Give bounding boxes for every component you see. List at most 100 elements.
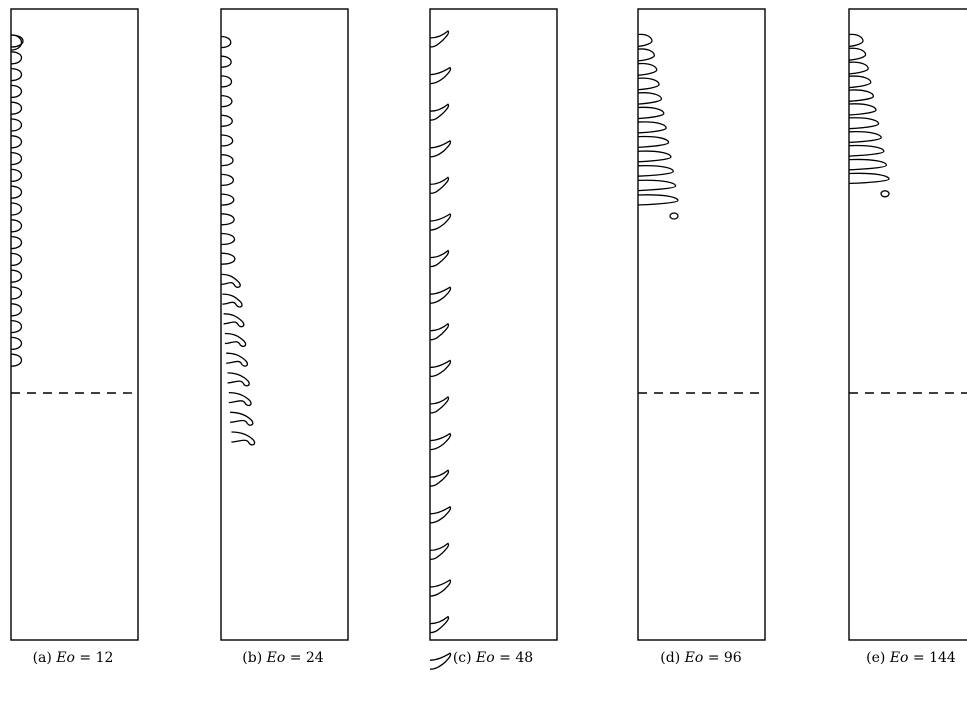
drop-interface-outline bbox=[10, 135, 23, 149]
caption-c: (c) Eo = 48 bbox=[452, 650, 534, 666]
drop-interface-outline bbox=[848, 144, 885, 157]
drop-interface-outline bbox=[10, 319, 23, 334]
panel-frame bbox=[220, 8, 349, 641]
drop-interface-outline bbox=[220, 273, 241, 288]
drop-interface-outline bbox=[220, 134, 234, 147]
drop-interface-outline bbox=[10, 219, 23, 233]
caption-a: (a) Eo = 12 bbox=[32, 650, 114, 666]
drop-interface-outline bbox=[10, 202, 23, 216]
caption-d: (d) Eo = 96 bbox=[660, 650, 742, 666]
drop-interface-outline bbox=[637, 121, 667, 134]
drop-interface-outline bbox=[637, 33, 653, 48]
drop-interface-outline bbox=[220, 114, 233, 127]
drop-interface-outline bbox=[848, 130, 882, 144]
drop-interface-outline bbox=[848, 158, 888, 171]
panel-a bbox=[10, 8, 139, 641]
drop-interface-outline bbox=[220, 193, 235, 206]
drop-interface-outline bbox=[429, 322, 450, 341]
panel-c bbox=[429, 8, 558, 670]
drop-interface-outline bbox=[637, 150, 672, 163]
initial-drop-outline bbox=[10, 34, 23, 51]
drop-interface-outline bbox=[429, 139, 452, 158]
drop-interface-outline bbox=[848, 75, 872, 89]
panel-frame bbox=[848, 8, 967, 641]
panel-d bbox=[637, 8, 766, 641]
drop-interface-outline bbox=[848, 172, 890, 185]
drop-interface-outline bbox=[429, 505, 452, 524]
drop-interface-outline bbox=[637, 165, 674, 177]
drop-interface-outline bbox=[220, 252, 236, 265]
drop-interface-outline bbox=[637, 106, 665, 120]
drop-interface-outline bbox=[429, 542, 450, 561]
drop-interface-outline bbox=[429, 359, 452, 378]
satellite-droplet bbox=[669, 212, 679, 220]
drop-interface-outline bbox=[848, 61, 869, 75]
caption-b: (b) Eo = 24 bbox=[242, 650, 324, 666]
drop-interface-outline bbox=[429, 249, 450, 268]
drop-interface-outline bbox=[10, 353, 23, 367]
drop-interface-outline bbox=[10, 168, 23, 183]
drop-interface-outline bbox=[220, 154, 234, 167]
drop-interface-outline bbox=[10, 336, 23, 351]
satellite-droplet bbox=[880, 190, 890, 198]
drop-interface-outline bbox=[637, 135, 670, 149]
drop-interface-outline bbox=[10, 151, 23, 166]
drop-interface-outline bbox=[429, 213, 452, 231]
drop-interface-outline bbox=[10, 84, 23, 99]
drop-interface-outline bbox=[848, 103, 877, 116]
panel-frame bbox=[429, 8, 558, 641]
drop-interface-outline bbox=[637, 77, 660, 91]
drop-interface-outline bbox=[10, 51, 23, 65]
caption-e: (e) Eo = 144 bbox=[866, 650, 956, 666]
drop-interface-outline bbox=[220, 232, 236, 246]
drop-interface-outline bbox=[220, 35, 232, 49]
drop-interface-outline bbox=[10, 118, 23, 132]
drop-interface-outline bbox=[848, 89, 875, 102]
drop-interface-outline bbox=[429, 176, 450, 195]
drop-interface-outline bbox=[848, 33, 864, 48]
panel-e bbox=[848, 8, 967, 641]
drop-interface-outline bbox=[429, 103, 450, 121]
drop-interface-outline bbox=[429, 652, 452, 670]
drop-interface-outline bbox=[10, 269, 23, 283]
panel-frame bbox=[637, 8, 766, 641]
panel-b bbox=[220, 8, 349, 641]
drop-interface-outline bbox=[637, 92, 663, 105]
drop-interface-outline bbox=[429, 579, 452, 597]
panel-frame bbox=[10, 8, 139, 641]
drop-interface-outline bbox=[848, 117, 880, 130]
drop-interface-outline bbox=[222, 293, 243, 308]
drop-interface-outline bbox=[637, 194, 679, 206]
drop-interface-outline bbox=[10, 101, 23, 115]
drop-interface-outline bbox=[10, 286, 23, 300]
drop-interface-outline bbox=[429, 396, 450, 414]
drop-interface-outline bbox=[429, 286, 452, 304]
drop-interface-outline bbox=[429, 469, 450, 487]
drop-interface-outline bbox=[220, 213, 235, 226]
drop-interface-outline bbox=[230, 411, 254, 426]
drop-interface-outline bbox=[223, 313, 245, 328]
drop-interface-outline bbox=[220, 75, 233, 88]
drop-interface-outline bbox=[429, 615, 450, 634]
drop-interface-outline bbox=[227, 372, 250, 387]
drop-interface-outline bbox=[231, 431, 256, 446]
drop-interface-outline bbox=[224, 332, 247, 348]
drop-interface-outline bbox=[429, 66, 452, 85]
drop-interface-outline bbox=[10, 252, 23, 267]
drop-interface-outline bbox=[10, 303, 23, 317]
drop-interface-outline bbox=[220, 173, 235, 187]
drop-interface-outline bbox=[637, 62, 658, 76]
drop-interface-outline bbox=[226, 352, 249, 367]
drop-interface-outline bbox=[637, 48, 656, 62]
drop-interface-outline bbox=[637, 179, 677, 192]
drop-interface-outline bbox=[10, 185, 23, 199]
drop-interface-outline bbox=[220, 55, 232, 68]
drop-interface-outline bbox=[10, 235, 23, 250]
drop-interface-outline bbox=[220, 94, 233, 108]
drop-interface-outline bbox=[228, 391, 252, 407]
drop-interface-outline bbox=[429, 30, 450, 48]
drop-interface-outline bbox=[848, 47, 867, 61]
drop-interface-outline bbox=[429, 432, 452, 451]
drop-interface-outline bbox=[10, 67, 23, 82]
